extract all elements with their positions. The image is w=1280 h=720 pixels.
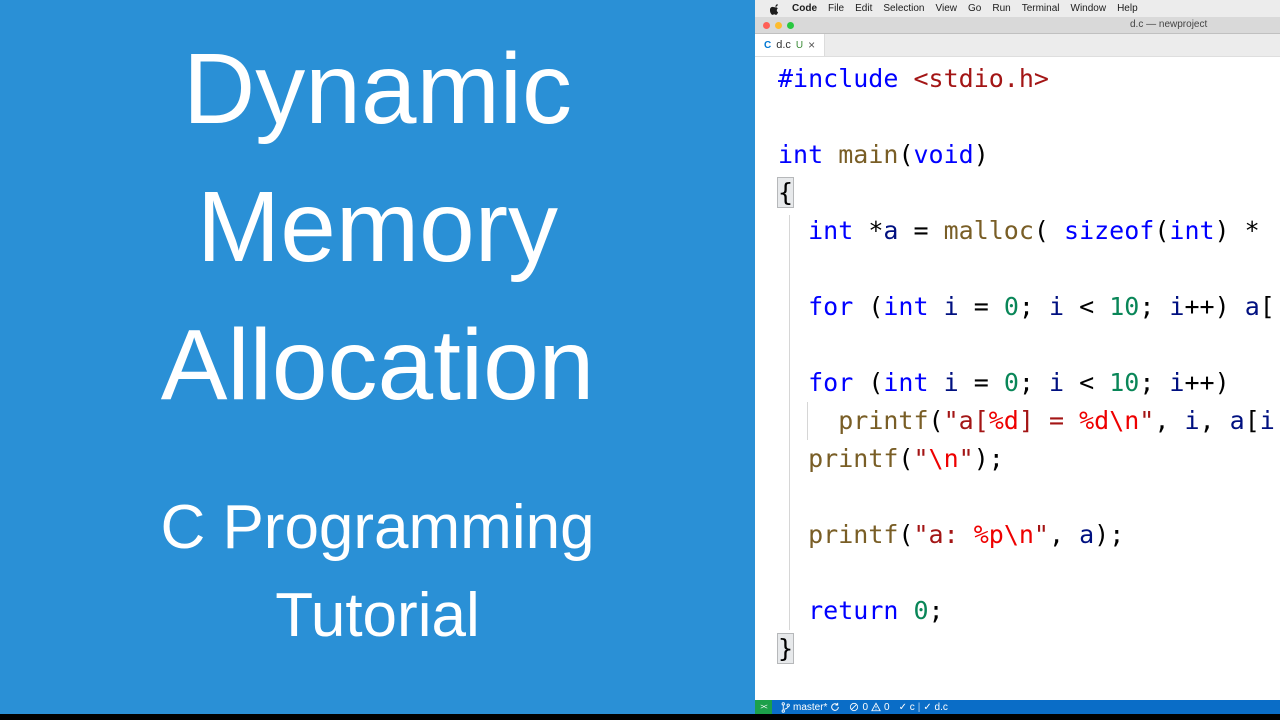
menu-item-window[interactable]: Window <box>1070 3 1107 14</box>
menu-item-code[interactable]: Code <box>792 3 817 14</box>
status-check-1[interactable]: ✓ c <box>898 701 915 713</box>
code-line[interactable] <box>778 554 1280 592</box>
apple-logo-icon[interactable] <box>770 3 781 15</box>
code-line[interactable]: } <box>776 633 795 664</box>
git-untracked-badge: U <box>795 39 804 51</box>
sync-icon <box>831 702 840 711</box>
menu-item-run[interactable]: Run <box>992 3 1011 14</box>
code-line[interactable]: #include <stdio.h> <box>778 64 1049 93</box>
menu-item-edit[interactable]: Edit <box>855 3 873 14</box>
code-line[interactable]: int *a = malloc( sizeof(int) * <box>808 216 1275 245</box>
code-line[interactable]: for (int i = 0; i < 10; i++) a[ <box>808 292 1275 321</box>
remote-indicator-button[interactable]: >< <box>755 700 772 714</box>
code-line[interactable] <box>778 326 1280 364</box>
code-line[interactable]: printf("\n"); <box>808 444 1004 473</box>
traffic-lights <box>763 22 794 29</box>
window-title-bar: d.c — newproject <box>755 17 1280 34</box>
title-line-1: Dynamic <box>183 33 572 145</box>
title-line-2: Memory <box>196 171 559 283</box>
status-bar: >< master* 0 0 ✓ c|✓ d.c <box>755 700 1280 714</box>
status-check-items[interactable]: ✓ c|✓ d.c <box>899 702 948 713</box>
menu-items: Code File Edit Selection View Go Run Terminal Wi… <box>792 3 1138 14</box>
menu-item-selection[interactable]: Selection <box>883 3 925 14</box>
letterbox-bar <box>0 714 1280 720</box>
thumbnail-subtitle: C Programming Tutorial <box>0 484 755 660</box>
vscode-window: Code File Edit Selection View Go Run Terminal Wi… <box>755 0 1280 714</box>
git-branch-icon <box>781 701 790 713</box>
macos-menu-bar: Code File Edit Selection View Go Run Terminal Wi… <box>755 0 1280 17</box>
warning-icon <box>871 702 881 712</box>
thumbnail-title: Dynamic Memory Allocation <box>0 20 755 434</box>
subtitle-line-2: Tutorial <box>275 581 480 650</box>
git-branch-button[interactable]: master* <box>781 702 840 713</box>
tab-close-icon[interactable]: × <box>808 38 816 52</box>
code-lines: #include <stdio.h> int main(void) { int *… <box>755 57 1280 668</box>
window-title: d.c — newproject <box>1130 19 1208 30</box>
status-check-2[interactable]: ✓ d.c <box>923 701 948 713</box>
minimize-window-button[interactable] <box>775 22 782 29</box>
c-language-icon: C <box>764 39 772 51</box>
code-line[interactable]: { <box>776 177 795 208</box>
zoom-window-button[interactable] <box>787 22 794 29</box>
error-icon <box>850 702 859 712</box>
close-window-button[interactable] <box>763 22 770 29</box>
error-count: 0 <box>862 701 869 713</box>
branch-label: master* <box>793 701 828 713</box>
menu-item-help[interactable]: Help <box>1117 3 1138 14</box>
title-line-3: Allocation <box>160 309 595 421</box>
menu-item-file[interactable]: File <box>828 3 845 14</box>
tab-filename: d.c <box>776 39 791 51</box>
indent-guide <box>789 215 790 630</box>
status-divider: | <box>917 701 921 713</box>
code-line[interactable] <box>778 250 1280 288</box>
subtitle-line-1: C Programming <box>160 493 595 562</box>
code-line[interactable] <box>778 98 1280 136</box>
code-editor[interactable]: #include <stdio.h> int main(void) { int *… <box>755 57 1280 700</box>
menu-item-go[interactable]: Go <box>968 3 982 14</box>
code-line[interactable]: for (int i = 0; i < 10; i++) <box>808 368 1230 397</box>
tab-d.c[interactable]: C d.c U × <box>755 34 826 56</box>
menu-item-terminal[interactable]: Terminal <box>1021 3 1060 14</box>
warning-count: 0 <box>884 701 890 713</box>
menu-item-view[interactable]: View <box>935 3 958 14</box>
editor-tab-bar: C d.c U × <box>755 34 1280 57</box>
code-line[interactable]: printf("a[%d] = %d\n", i, a[i <box>838 406 1275 435</box>
code-line[interactable]: int main(void) <box>778 140 989 169</box>
code-line[interactable] <box>778 478 1280 516</box>
remote-indicator-label: >< <box>760 703 767 711</box>
code-line[interactable]: return 0; <box>808 596 944 625</box>
thumbnail-title-panel: Dynamic Memory Allocation C Programming … <box>0 0 755 714</box>
code-line[interactable]: printf("a: %p\n", a); <box>808 520 1125 549</box>
indent-guide <box>807 402 808 440</box>
problems-button[interactable]: 0 0 <box>849 701 890 713</box>
